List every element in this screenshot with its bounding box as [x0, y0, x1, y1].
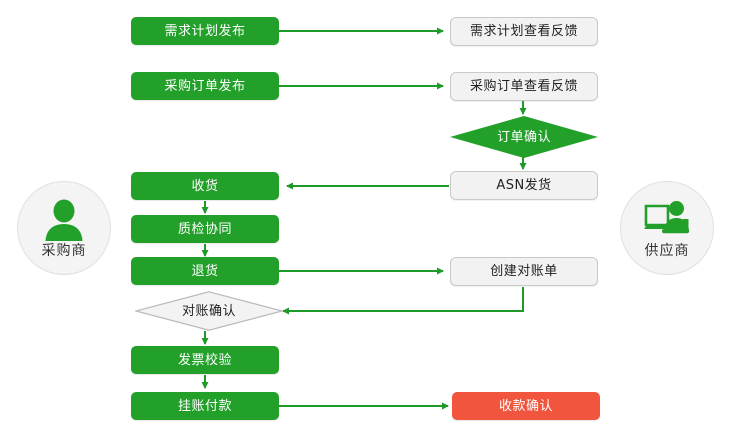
node-label: 订单确认 — [496, 129, 551, 145]
node-label: 采购订单发布 — [164, 78, 246, 94]
node-label: 对账确认 — [181, 303, 236, 319]
actor-label: 采购商 — [41, 242, 87, 259]
node-return-goods[interactable]: 退货 — [131, 257, 279, 285]
node-label: 需求计划查看反馈 — [469, 24, 578, 39]
node-label: 创建对账单 — [490, 264, 558, 279]
node-order-confirm-decision[interactable]: 订单确认 — [450, 116, 598, 158]
node-label: 挂账付款 — [177, 398, 232, 414]
node-label: 收货 — [191, 178, 219, 194]
diamond-shape — [450, 116, 598, 158]
person-icon — [45, 199, 83, 241]
node-payment-receipt-confirm[interactable]: 收款确认 — [452, 392, 600, 420]
node-label: 质检协同 — [177, 221, 232, 237]
edge-n10-n11 — [282, 287, 524, 315]
diamond-shape — [135, 291, 283, 331]
node-purchase-order-feedback[interactable]: 采购订单查看反馈 — [450, 72, 598, 101]
node-demand-plan-publish[interactable]: 需求计划发布 — [131, 17, 279, 45]
node-create-statement[interactable]: 创建对账单 — [450, 257, 598, 286]
node-invoice-verification[interactable]: 发票校验 — [131, 346, 279, 374]
node-label: 需求计划发布 — [164, 23, 246, 39]
actor-buyer[interactable]: 采购商 — [17, 181, 111, 275]
node-asn-shipment[interactable]: ASN发货 — [450, 171, 598, 200]
person-computer-icon — [644, 200, 689, 233]
node-demand-plan-feedback[interactable]: 需求计划查看反馈 — [450, 17, 598, 46]
node-label: 采购订单查看反馈 — [469, 79, 578, 94]
node-label: ASN发货 — [496, 178, 552, 193]
node-label: 退货 — [191, 263, 219, 279]
node-receive-goods[interactable]: 收货 — [131, 172, 279, 200]
actor-label: 供应商 — [644, 242, 690, 259]
node-payment-posting[interactable]: 挂账付款 — [131, 392, 279, 420]
node-label: 发票校验 — [177, 352, 232, 368]
actor-supplier[interactable]: 供应商 — [620, 181, 714, 275]
node-statement-confirm-decision[interactable]: 对账确认 — [135, 291, 283, 331]
node-purchase-order-publish[interactable]: 采购订单发布 — [131, 72, 279, 100]
node-label: 收款确认 — [498, 398, 553, 414]
node-quality-inspection[interactable]: 质检协同 — [131, 215, 279, 243]
